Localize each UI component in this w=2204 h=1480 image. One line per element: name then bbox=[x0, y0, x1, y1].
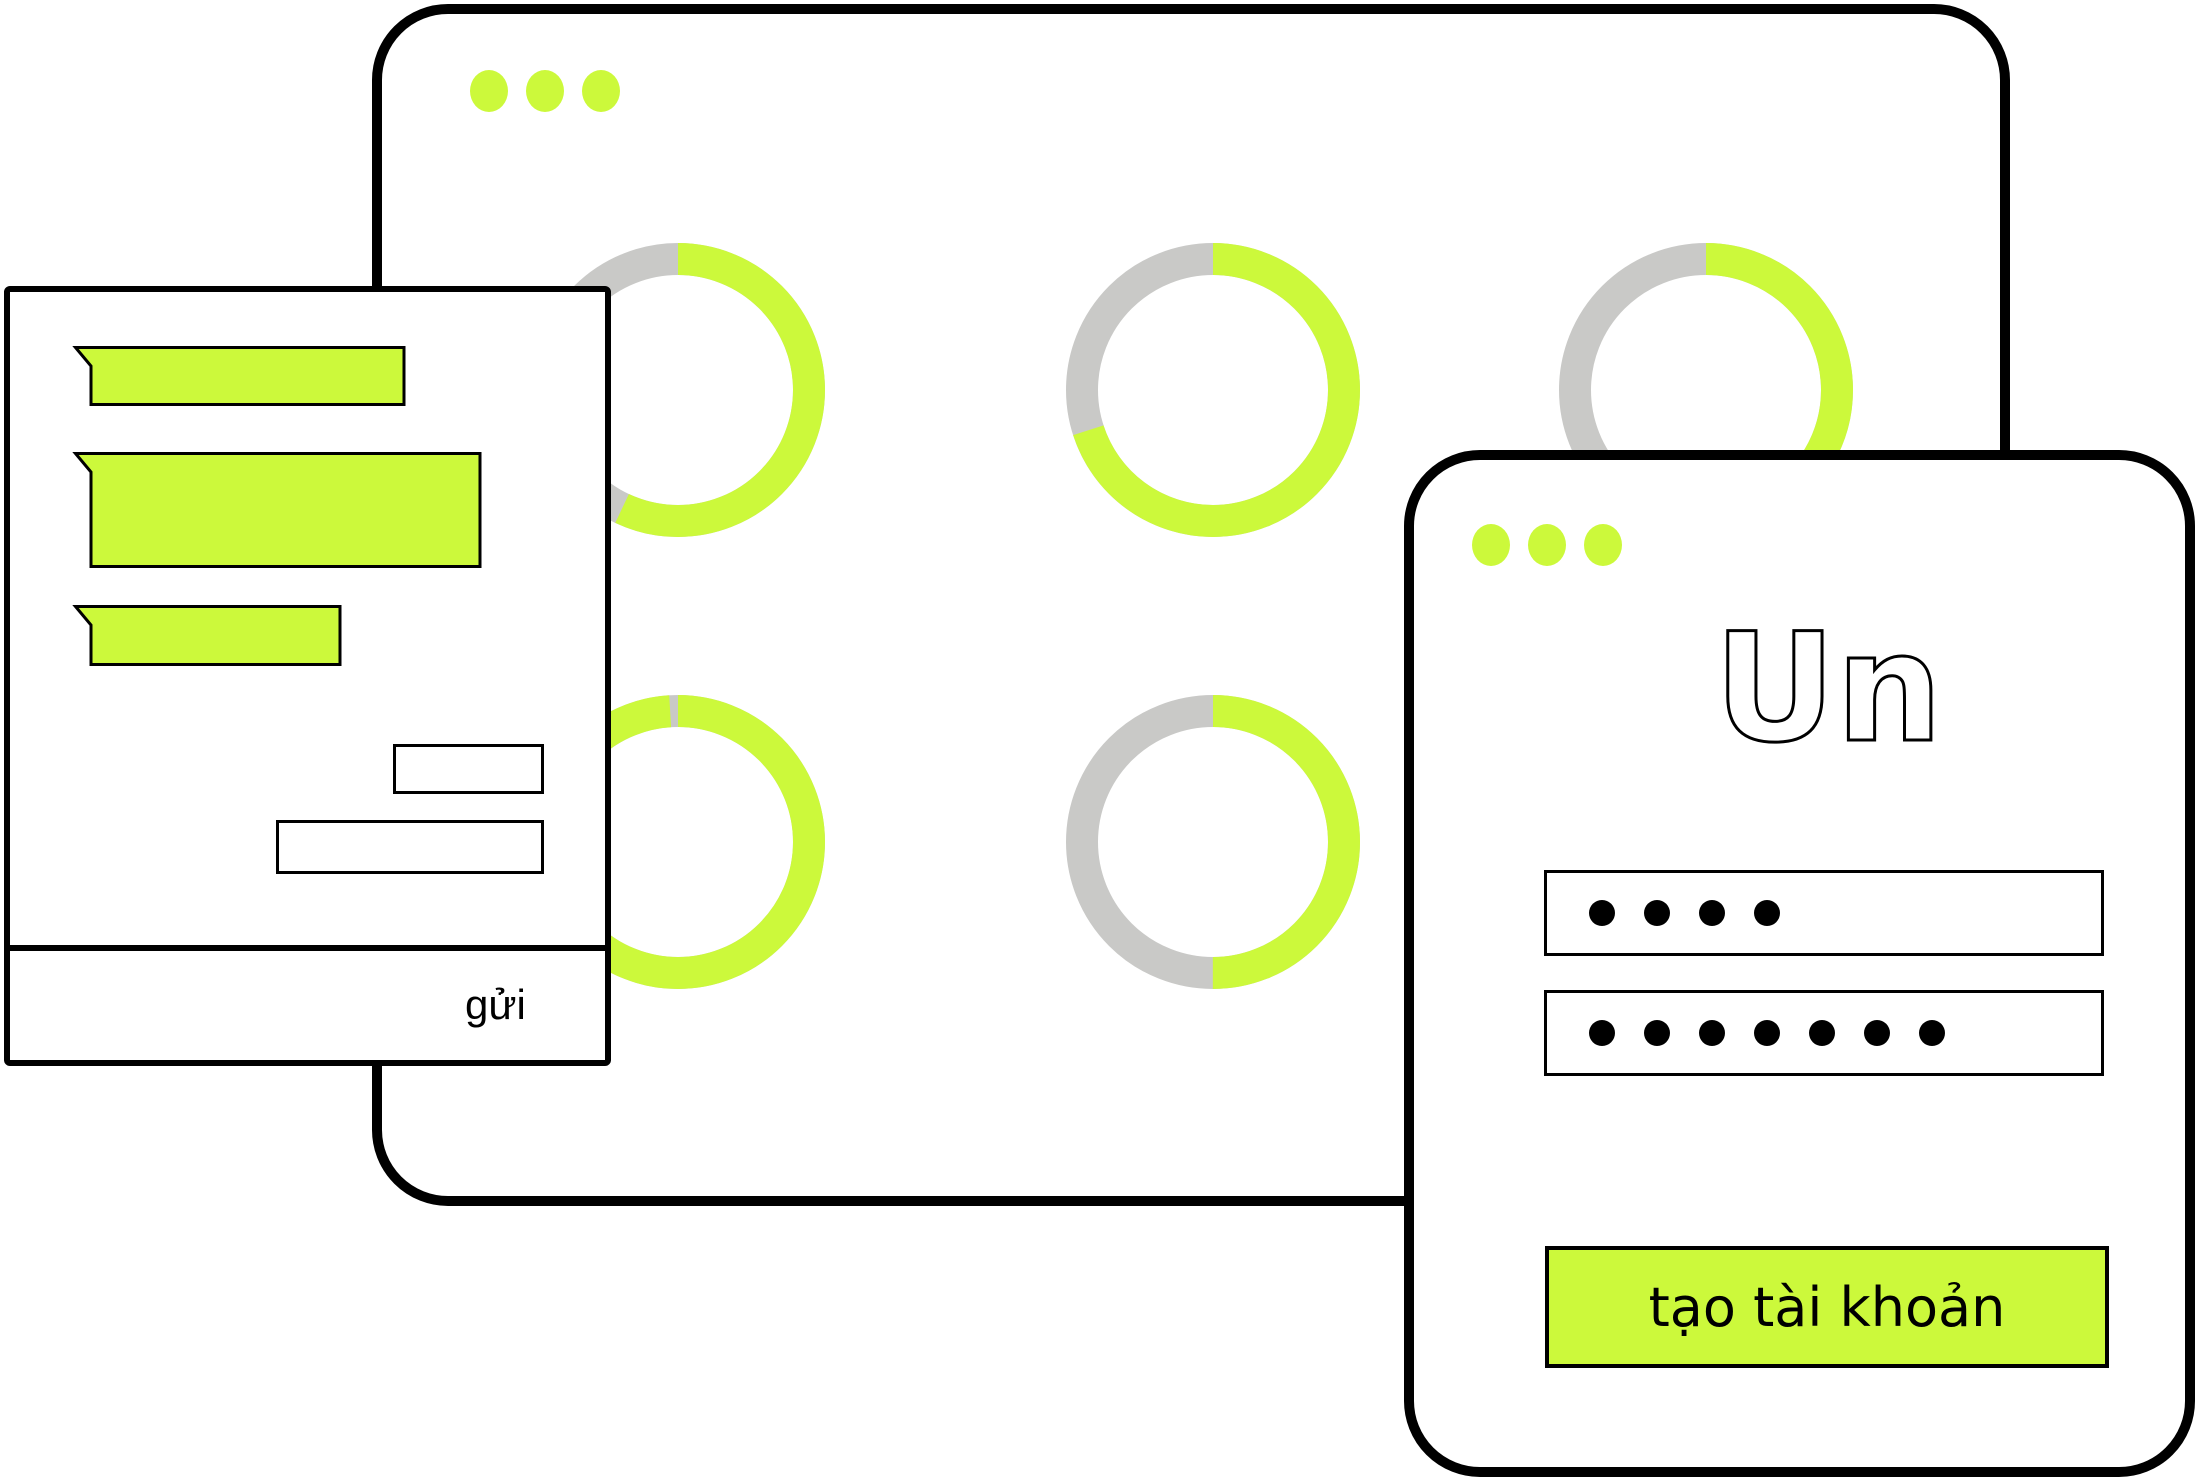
chat-message-bubble bbox=[72, 346, 406, 406]
masked-character-dot bbox=[1699, 1020, 1725, 1046]
create-account-button[interactable]: tạo tài khoản bbox=[1545, 1246, 2109, 1368]
window-maximize-dot[interactable] bbox=[582, 70, 620, 112]
window-maximize-dot[interactable] bbox=[1584, 524, 1622, 566]
brand-logo-text: Un bbox=[1714, 602, 1943, 776]
window-close-dot[interactable] bbox=[470, 70, 508, 112]
progress-ring-fill bbox=[1559, 243, 1853, 537]
window-minimize-dot[interactable] bbox=[1528, 524, 1566, 566]
window-minimize-dot[interactable] bbox=[526, 70, 564, 112]
chat-message-bubble bbox=[72, 452, 482, 568]
masked-character-dot bbox=[1754, 1020, 1780, 1046]
window-close-dot[interactable] bbox=[1472, 524, 1510, 566]
masked-character-dot bbox=[1864, 1020, 1890, 1046]
progress-ring-fill bbox=[531, 243, 825, 537]
masked-character-dot bbox=[1589, 1020, 1615, 1046]
chat-reply-bubble bbox=[276, 820, 544, 874]
masked-character-dot bbox=[1919, 1020, 1945, 1046]
progress-ring-fill bbox=[1066, 243, 1360, 537]
send-button[interactable]: gửi bbox=[465, 981, 526, 1028]
progress-ring-5 bbox=[1065, 694, 1361, 990]
progress-ring-2 bbox=[1065, 242, 1361, 538]
window-controls bbox=[470, 70, 620, 112]
masked-character-dot bbox=[1754, 900, 1780, 926]
username-field[interactable] bbox=[1544, 870, 2104, 956]
chat-reply-bubble bbox=[393, 744, 544, 794]
masked-character-dot bbox=[1809, 1020, 1835, 1046]
password-field[interactable] bbox=[1544, 990, 2104, 1076]
chat-window: gửi bbox=[4, 286, 611, 1066]
masked-character-dot bbox=[1699, 900, 1725, 926]
masked-character-dot bbox=[1644, 1020, 1670, 1046]
masked-character-dot bbox=[1644, 900, 1670, 926]
masked-character-dot bbox=[1589, 900, 1615, 926]
window-controls bbox=[1472, 524, 1622, 566]
signup-window: Un tạo tài khoản bbox=[1404, 450, 2195, 1477]
chat-message-bubble bbox=[72, 605, 342, 666]
brand-logo: Un bbox=[1713, 601, 1945, 810]
chat-input-divider bbox=[10, 945, 605, 951]
progress-ring-fill bbox=[1066, 695, 1360, 989]
